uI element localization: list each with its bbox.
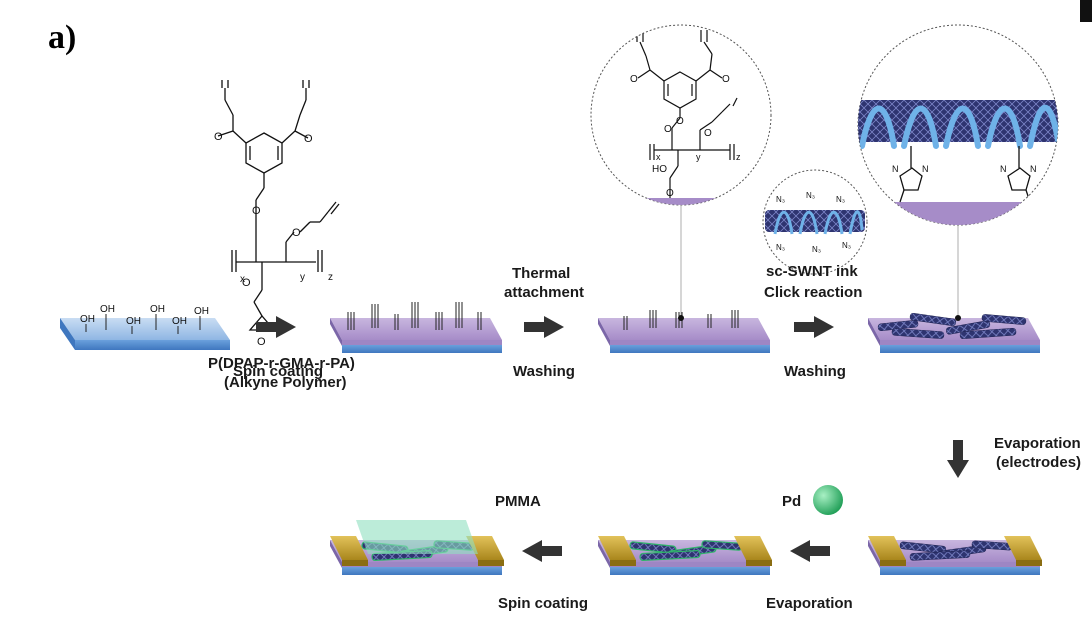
- svg-text:N: N: [892, 164, 899, 174]
- corner-mark: [1080, 0, 1092, 22]
- device-pmma-encapsulated: [330, 520, 504, 575]
- label-swnt-ink: sc-SWNT ink: [766, 263, 858, 280]
- arrow-click-reaction: [794, 316, 834, 338]
- label-pd: Pd: [782, 493, 801, 510]
- svg-text:z: z: [736, 152, 741, 162]
- panel-label: a): [48, 19, 76, 56]
- arrow-spin-coating: [256, 316, 296, 338]
- svg-text:OH: OH: [126, 316, 141, 327]
- svg-text:O: O: [214, 131, 223, 143]
- label-spin-coating-1: Spin coating: [233, 363, 323, 380]
- svg-text:O: O: [630, 74, 638, 85]
- zoom-circle-swnt: N N N N: [857, 24, 1059, 318]
- arrow-evaporation: [790, 540, 830, 562]
- label-evaporation-electrodes-2: (electrodes): [996, 454, 1081, 471]
- polymer-name: P(DPAP-r-GMA-r-PA): [208, 355, 355, 372]
- svg-text:N₃: N₃: [842, 241, 851, 250]
- svg-text:O: O: [292, 227, 301, 239]
- substrate-swnt: [868, 312, 1040, 353]
- svg-text:O: O: [722, 74, 730, 85]
- label-washing-1: Washing: [513, 363, 575, 380]
- label-evaporation-electrodes-1: Evaporation: [994, 435, 1081, 452]
- arrow-spin-coating-2: [522, 540, 562, 562]
- svg-text:O: O: [666, 188, 674, 199]
- device-electrodes: [868, 536, 1042, 575]
- label-evaporation: Evaporation: [766, 595, 853, 612]
- svg-text:HO: HO: [652, 164, 667, 175]
- svg-text:y: y: [696, 152, 701, 162]
- label-thermal-2: attachment: [504, 284, 584, 301]
- zoom-circle-polymer: O O O O O HO O x y z: [590, 24, 772, 318]
- label-pmma: PMMA: [495, 493, 541, 510]
- svg-text:O: O: [252, 205, 261, 217]
- svg-text:y: y: [300, 272, 305, 283]
- arrow-thermal-attachment: [524, 316, 564, 338]
- substrate-hydroxyl: OH OH OH OH OH OH: [60, 304, 230, 350]
- svg-text:N₃: N₃: [812, 245, 821, 254]
- svg-text:O: O: [676, 116, 684, 127]
- label-spin-coating-2: Spin coating: [498, 595, 588, 612]
- label-thermal-1: Thermal: [512, 265, 570, 282]
- svg-text:O: O: [242, 277, 251, 289]
- svg-text:z: z: [328, 272, 333, 283]
- svg-text:x: x: [656, 152, 661, 162]
- pd-nanoparticle: [813, 485, 843, 515]
- svg-text:OH: OH: [100, 304, 115, 315]
- svg-text:N₃: N₃: [776, 243, 785, 252]
- svg-text:N: N: [922, 164, 929, 174]
- svg-text:O: O: [257, 336, 266, 348]
- svg-text:N: N: [1000, 164, 1007, 174]
- substrate-polymer-coated: [330, 302, 502, 353]
- svg-text:O: O: [664, 124, 672, 135]
- svg-text:N₃: N₃: [836, 195, 845, 204]
- arrow-evaporation-electrodes: [947, 440, 969, 478]
- svg-text:N₃: N₃: [776, 195, 785, 204]
- label-click-reaction: Click reaction: [764, 284, 862, 301]
- polymer-atoms: O O O O O O x y z: [214, 131, 333, 348]
- svg-text:OH: OH: [150, 304, 165, 315]
- polymer-structure: [217, 80, 340, 331]
- svg-text:N: N: [1030, 164, 1037, 174]
- svg-text:x: x: [240, 274, 245, 285]
- polymer-subtitle: (Alkyne Polymer): [224, 374, 347, 391]
- svg-text:O: O: [304, 133, 313, 145]
- swnt-ink-circle: N₃ N₃ N₃ N₃ N₃ N₃: [762, 169, 868, 275]
- device-pd-decorated: [598, 536, 772, 575]
- substrate-attached: [598, 310, 770, 353]
- svg-text:O: O: [704, 128, 712, 139]
- svg-text:OH: OH: [80, 314, 95, 325]
- label-washing-2: Washing: [784, 363, 846, 380]
- svg-text:OH: OH: [194, 306, 209, 317]
- svg-text:N₃: N₃: [806, 191, 815, 200]
- svg-text:OH: OH: [172, 316, 187, 327]
